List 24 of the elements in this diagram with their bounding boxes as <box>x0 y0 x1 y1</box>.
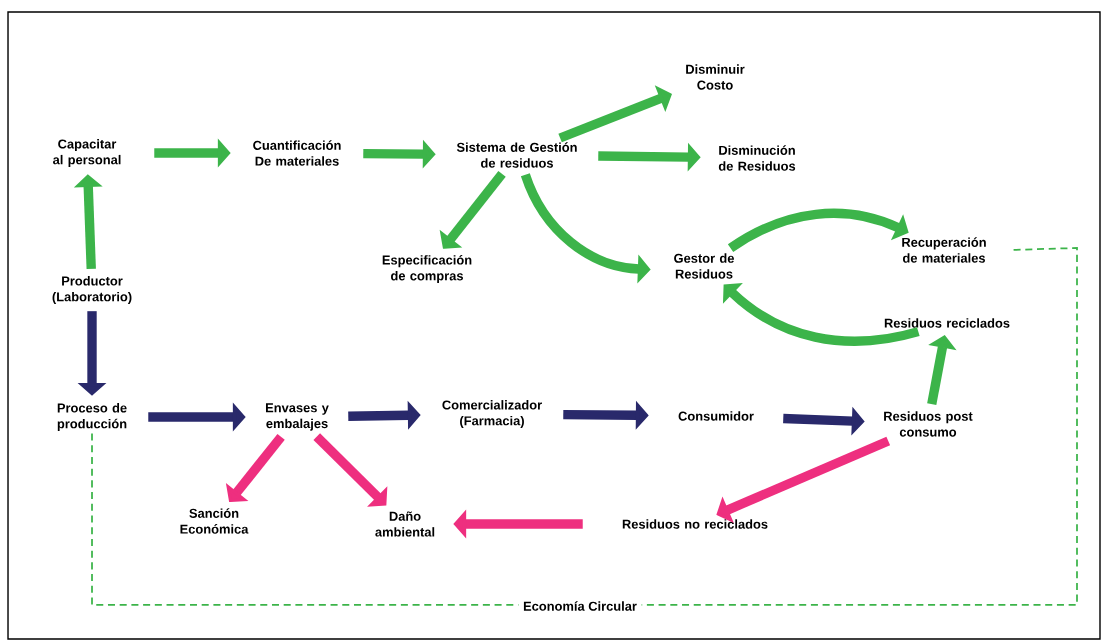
step-text: Sanción Económica <box>180 508 249 534</box>
block-arrow <box>716 436 891 523</box>
block-arrow <box>558 85 672 143</box>
block-arrow <box>728 208 909 253</box>
edge-label: Economía Circular <box>518 596 642 616</box>
step-text: Gestor de Residuos <box>674 253 734 279</box>
step-text: Cuantificación De materiales <box>253 140 341 166</box>
step-text: Daño ambiental <box>375 511 435 537</box>
step-text: Disminuir Costo <box>686 64 745 90</box>
step-text: Sistema de Gestión de residuos <box>456 142 577 168</box>
step-text: Residuos no reciclados <box>622 519 768 529</box>
step-text: Proceso de producción <box>57 403 127 431</box>
step-text: Especificación de compras <box>382 255 472 283</box>
dashed-connector <box>91 247 1078 606</box>
step-text: Capacitar al personal <box>53 139 121 167</box>
step-text: Recuperación de materiales <box>902 237 986 263</box>
step-text: Disminución de Residuos <box>718 145 796 171</box>
step-text: Residuos post consumo <box>884 411 973 437</box>
step-text: Consumidor <box>678 411 754 421</box>
step-text: Comercializador (Farmacia) <box>442 400 542 428</box>
step-text: Envases y embalajes <box>266 403 329 431</box>
block-arrow <box>313 433 388 507</box>
step-text: Productor (Laboratorio) <box>52 276 132 304</box>
step-text: Residuos reciclados <box>884 318 1010 328</box>
